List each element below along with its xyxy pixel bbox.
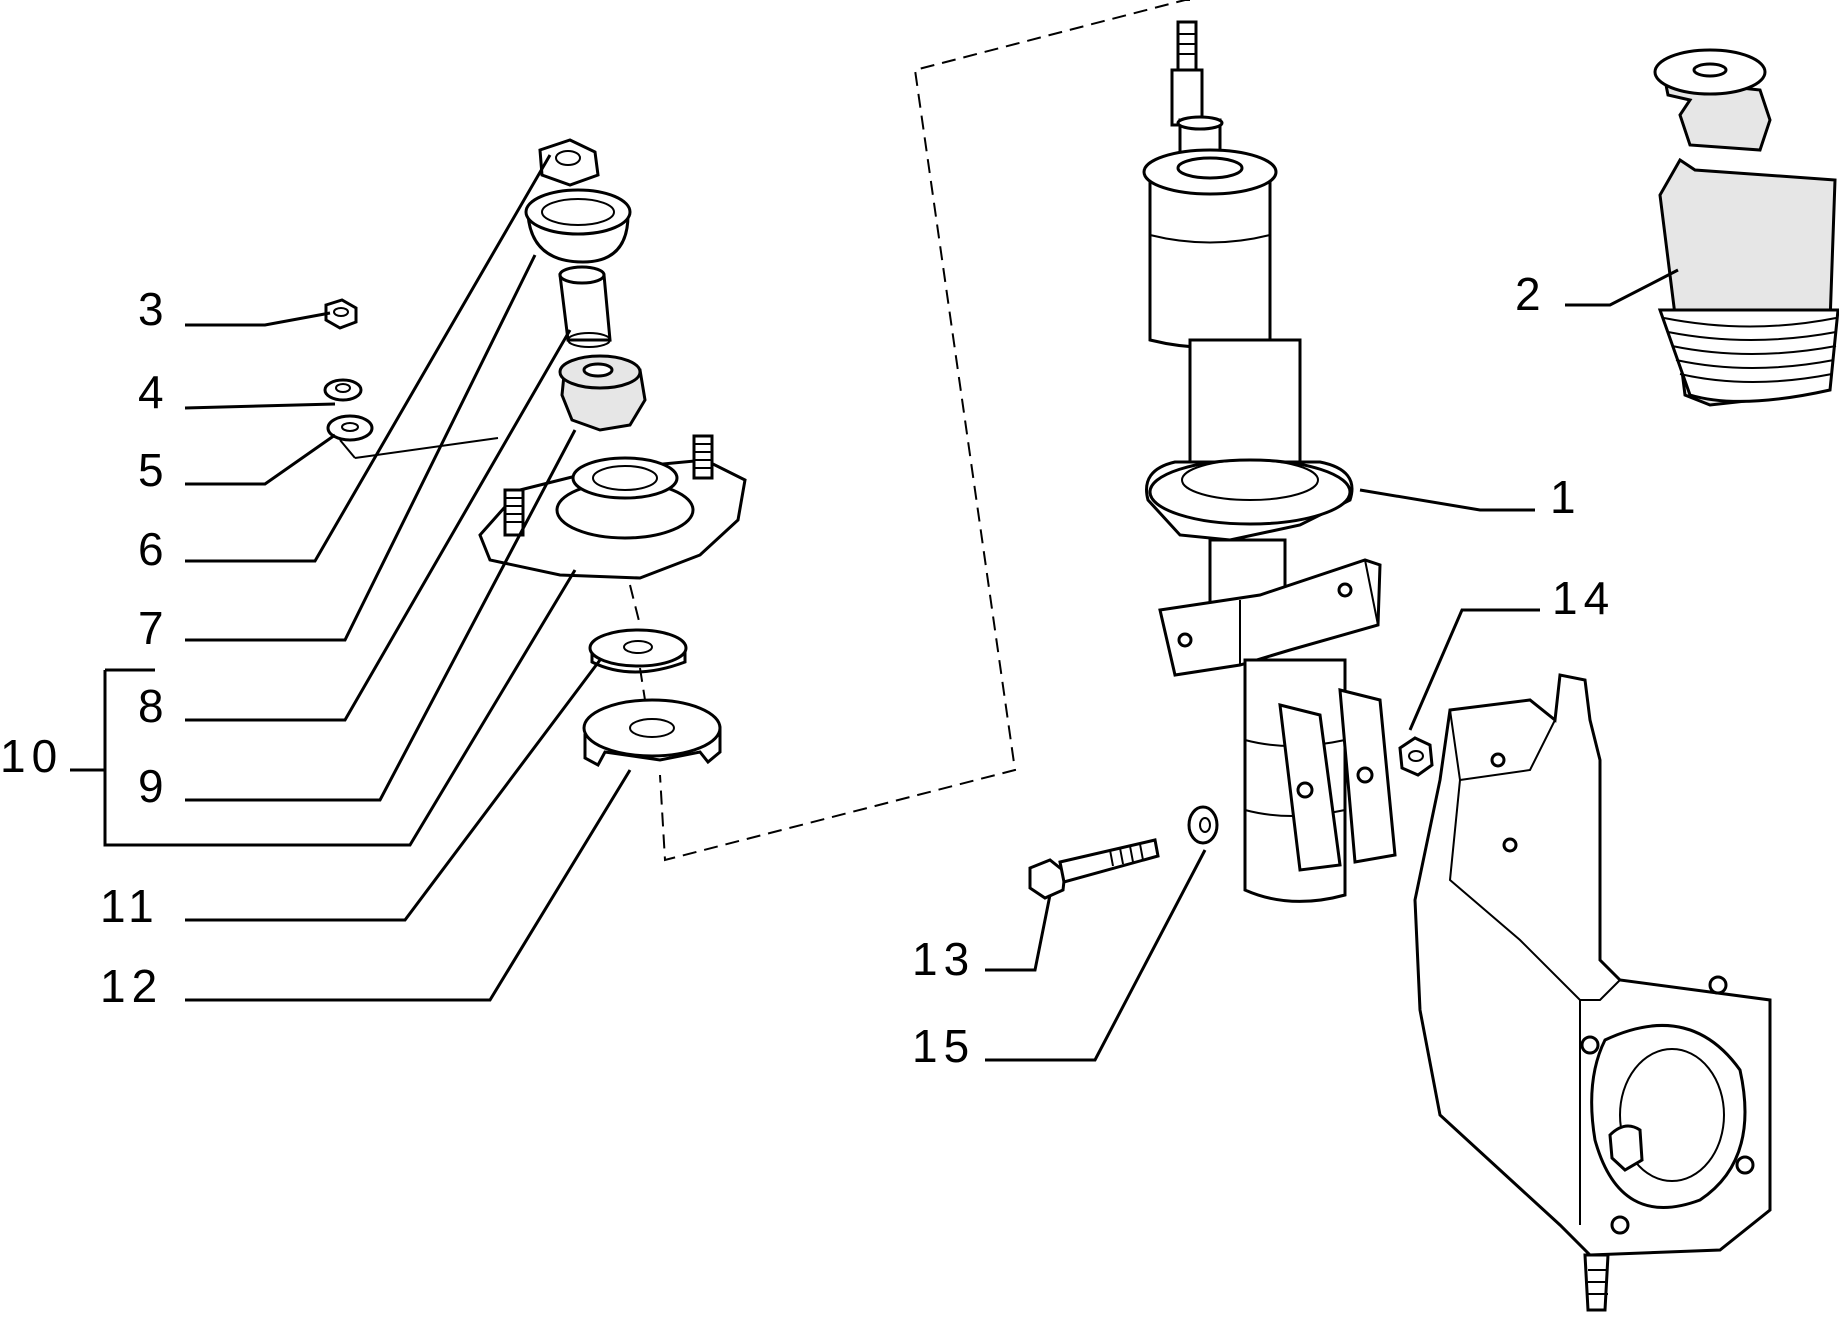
lock-washer	[323, 378, 363, 402]
callout-9: 9	[138, 760, 170, 812]
top-nut	[538, 138, 600, 187]
bolt-nut	[1398, 736, 1434, 777]
callout-14: 14	[1552, 572, 1615, 624]
lower-seat	[582, 698, 722, 768]
callout-15: 15	[912, 1020, 975, 1072]
callout-8: 8	[138, 680, 170, 732]
leader-lines	[70, 0, 1679, 1062]
callout-6: 6	[138, 523, 170, 575]
callout-12: 12	[100, 960, 163, 1012]
callout-10: 10	[0, 730, 63, 782]
shock-absorber	[1142, 20, 1397, 903]
callout-1: 1	[1550, 471, 1582, 523]
callout-11: 11	[100, 880, 160, 932]
dust-boot	[1653, 48, 1839, 407]
callout-2: 2	[1515, 268, 1547, 320]
bolt	[1028, 838, 1160, 900]
callout-4: 4	[138, 366, 170, 418]
callout-labels: 3 4 5 6 7 8 9 10 11 12 13 15 2 1 14	[0, 268, 1615, 1072]
steering-knuckle	[1413, 673, 1772, 1312]
bolt-washer	[1187, 805, 1219, 845]
nut-small	[324, 298, 358, 330]
callout-7: 7	[138, 602, 170, 654]
spacer-sleeve	[558, 265, 612, 348]
callout-3: 3	[138, 283, 170, 335]
lower-washer	[588, 628, 688, 674]
rubber-bushing	[558, 354, 647, 432]
callout-13: 13	[912, 933, 975, 985]
top-mount-assembly	[478, 434, 747, 580]
callout-5: 5	[138, 444, 170, 496]
top-cup	[524, 188, 632, 264]
flat-washer	[326, 414, 374, 442]
